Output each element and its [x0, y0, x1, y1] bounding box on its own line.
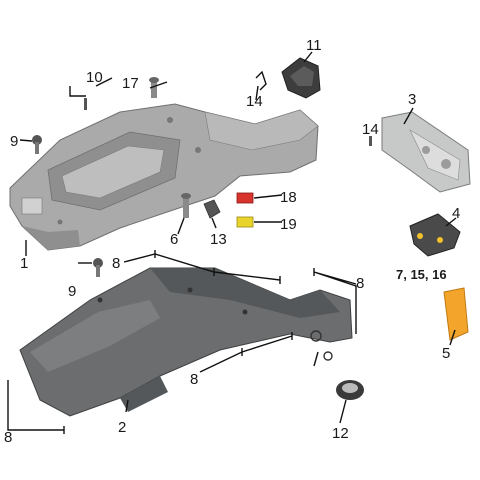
clip-14 [255, 70, 267, 91]
screw-9-upper [32, 135, 42, 154]
callout-19: 19 [280, 216, 297, 233]
screw-9-lower [93, 258, 103, 277]
callout-11: 11 [306, 37, 322, 54]
leader-lines [7, 51, 457, 434]
reflector [443, 287, 469, 341]
callout-14-left: 14 [246, 93, 263, 110]
bolt-17 [149, 77, 159, 98]
grommet [336, 380, 364, 400]
pin-10 [69, 86, 87, 110]
callout-10: 10 [86, 69, 103, 86]
fuse-yellow [236, 216, 254, 228]
ring-7 [310, 330, 333, 361]
callout-8-top: 8 [112, 255, 120, 272]
callout-4: 4 [452, 205, 460, 222]
callout-7-15-16: 7, 15, 16 [396, 267, 447, 282]
clip-part [203, 199, 221, 219]
callout-3: 3 [408, 91, 416, 108]
rear-frame-tray [9, 103, 319, 251]
callout-5: 5 [442, 345, 450, 362]
callout-9-lower: 9 [68, 283, 76, 300]
callout-8-middle: 8 [190, 371, 198, 388]
callout-17: 17 [122, 75, 139, 92]
callout-8-right: 8 [356, 275, 364, 292]
cover-piece [281, 57, 321, 99]
callout-9-upper: 9 [10, 133, 18, 150]
callout-6: 6 [170, 231, 178, 248]
bolt-6 [181, 193, 191, 218]
callout-18: 18 [280, 189, 297, 206]
callout-1: 1 [20, 255, 28, 272]
callout-2: 2 [118, 419, 126, 436]
callout-13: 13 [210, 231, 227, 248]
clip-14b [369, 136, 372, 146]
callout-8-bottom: 8 [4, 429, 12, 446]
fuse-red [236, 192, 254, 204]
callout-12: 12 [332, 425, 349, 442]
callout-14-right: 14 [362, 121, 379, 138]
license-bracket [381, 111, 471, 193]
rear-fender [19, 267, 353, 417]
